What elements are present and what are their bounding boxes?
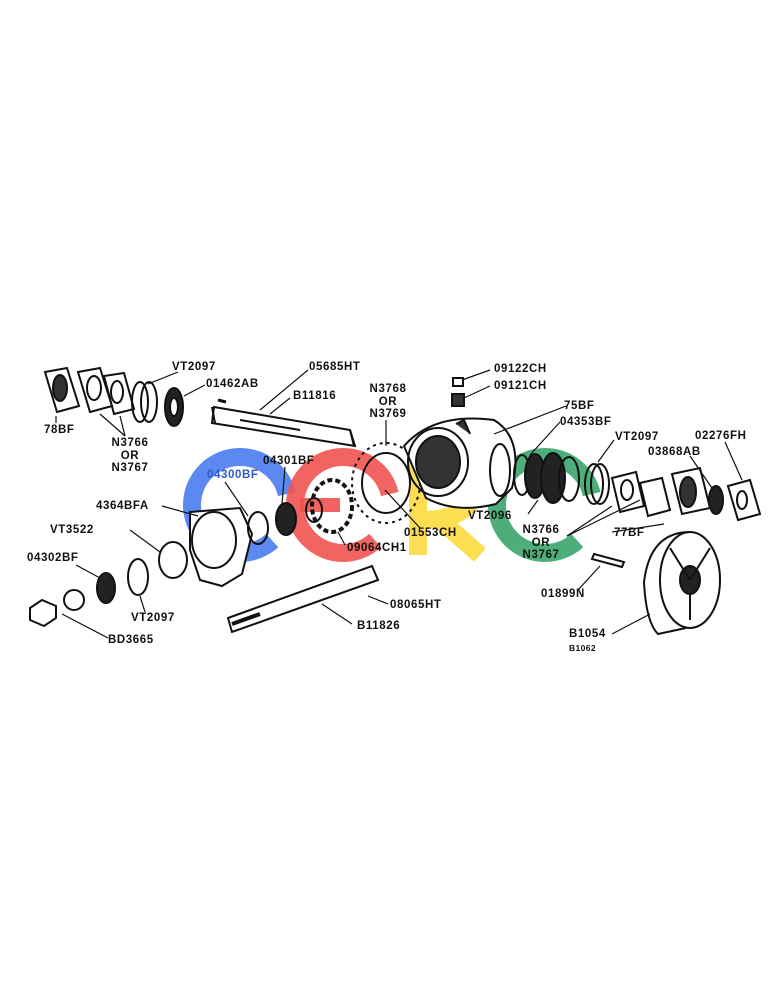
label-78bf: 78BF xyxy=(44,424,75,436)
label-vt3522: VT3522 xyxy=(50,524,94,536)
lower-left-parts xyxy=(29,541,188,628)
label-n3767-right: N3767 xyxy=(522,549,560,561)
label-n3769: N3769 xyxy=(369,408,407,420)
label-or-left: OR xyxy=(120,449,140,462)
label-n3768-or-n3769: N3768 OR N3769 xyxy=(364,383,412,421)
label-08065ht: 08065HT xyxy=(390,599,442,611)
label-vt2097-right: VT2097 xyxy=(615,431,659,443)
label-vt2097-bottom: VT2097 xyxy=(131,612,175,624)
pulley-wheel xyxy=(642,531,721,636)
key-part xyxy=(590,552,626,569)
label-04301bf: 04301BF xyxy=(263,455,315,467)
label-or-right: OR xyxy=(531,536,551,549)
label-b11826: B11826 xyxy=(357,620,401,632)
label-09064ch1: 09064CH1 xyxy=(347,542,407,554)
part-outlines xyxy=(29,366,762,636)
label-01462ab: 01462AB xyxy=(206,378,259,390)
label-n3767-left: N3767 xyxy=(111,462,149,474)
lower-shaft xyxy=(226,564,380,634)
right-gear-stack xyxy=(513,452,610,505)
label-vt2097-top: VT2097 xyxy=(172,361,216,373)
upper-shaft xyxy=(210,398,357,448)
label-b1054: B1054 xyxy=(569,628,606,640)
label-4364bfa: 4364BFA xyxy=(96,500,149,512)
label-09122ch: 09122CH xyxy=(494,363,547,375)
label-77bf: 77BF xyxy=(614,527,645,539)
lower-housing xyxy=(189,502,297,588)
label-75bf: 75BF xyxy=(564,400,595,412)
label-n3766-or-n3767-left: N3766 OR N3767 xyxy=(105,437,155,475)
label-n3766-left: N3766 xyxy=(111,437,149,449)
label-04300bf: 04300BF xyxy=(207,469,259,481)
label-04302bf: 04302BF xyxy=(27,552,79,564)
label-09121ch: 09121CH xyxy=(494,380,547,392)
label-vt2096: VT2096 xyxy=(468,510,512,522)
label-n3768: N3768 xyxy=(369,383,407,395)
label-b11816: B11816 xyxy=(293,390,337,402)
label-01899n: 01899N xyxy=(541,588,585,600)
label-n3766-or-n3767-right: N3766 OR N3767 xyxy=(515,524,567,562)
label-04353bf: 04353BF xyxy=(560,416,612,428)
leader-lines xyxy=(55,369,743,639)
left-gasket-plates xyxy=(43,366,136,416)
label-03868ab: 03868AB xyxy=(648,446,701,458)
right-gasket-plates xyxy=(610,466,762,522)
label-bd3665: BD3665 xyxy=(108,634,154,646)
label-n3766-right: N3766 xyxy=(522,524,560,536)
label-01553ch: 01553CH xyxy=(404,527,457,539)
label-or-center: OR xyxy=(378,395,398,408)
label-02276fh: 02276FH xyxy=(695,430,747,442)
main-housing xyxy=(402,377,517,509)
label-b1062: B1062 xyxy=(569,643,597,653)
label-05685ht: 05685HT xyxy=(309,361,361,373)
left-bearings xyxy=(131,381,184,427)
center-gear xyxy=(305,478,354,534)
